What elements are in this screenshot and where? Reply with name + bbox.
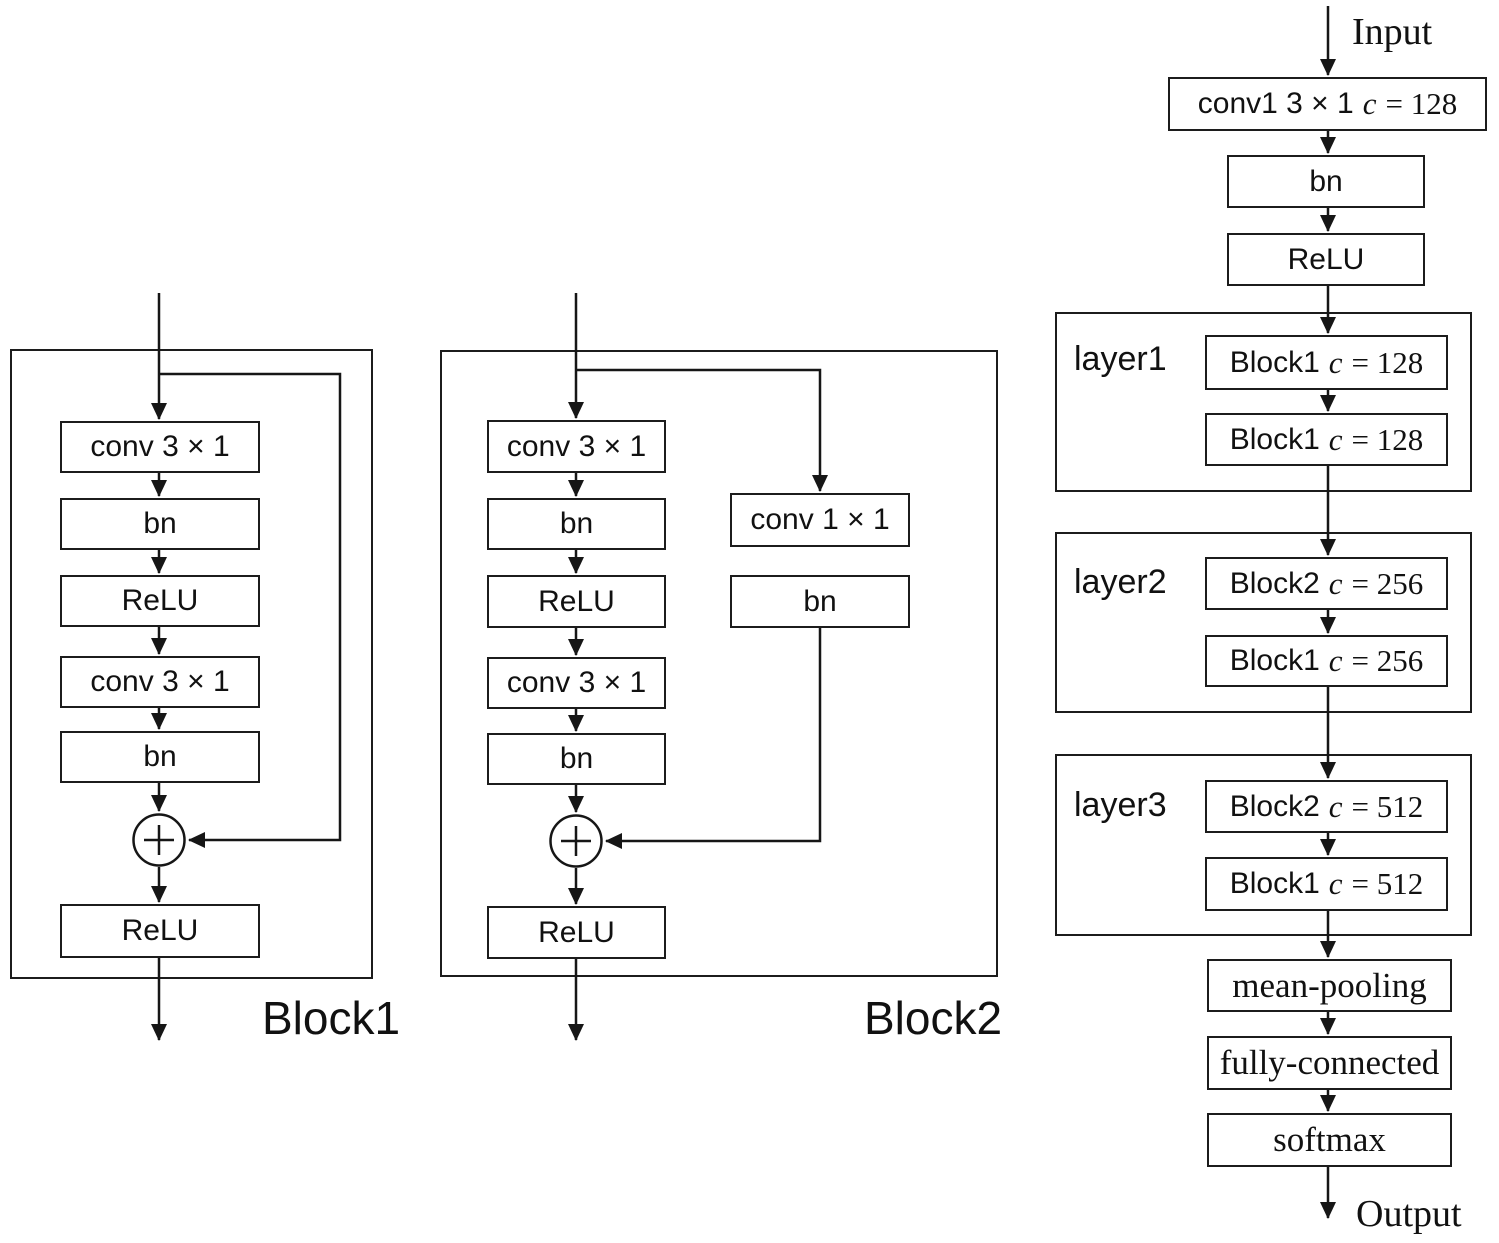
stem-relu-box: ReLU xyxy=(1227,233,1425,286)
channels-var: c xyxy=(1328,643,1343,678)
layer2-block2-box: Block1 c = 256 xyxy=(1205,635,1448,687)
box-label: ReLU xyxy=(538,915,615,949)
layer3-block2-box: Block1 c = 512 xyxy=(1205,857,1448,911)
box-label: conv 3 × 1 xyxy=(506,429,647,463)
channels-value: = 128 xyxy=(1385,86,1458,121)
box-label: fully-connected xyxy=(1219,1043,1440,1082)
channels-value: = 256 xyxy=(1351,643,1424,678)
box-label: ReLU xyxy=(121,584,199,617)
block2-skip-branch xyxy=(576,368,828,492)
box-label: ReLU xyxy=(121,914,199,947)
box-label: conv 3 × 1 xyxy=(90,665,230,698)
block1-relu2-box: ReLU xyxy=(60,904,260,958)
channels-value: = 256 xyxy=(1351,565,1424,601)
channels-value: = 512 xyxy=(1351,788,1424,824)
channels-value: = 128 xyxy=(1351,344,1424,380)
box-label: bn xyxy=(143,507,177,540)
channels-var: c xyxy=(1328,788,1343,824)
box-label: mean-pooling xyxy=(1232,965,1427,1005)
block2-bn2-box: bn xyxy=(487,733,666,785)
box-label: ReLU xyxy=(538,584,615,618)
block2-conv2-box: conv 3 × 1 xyxy=(487,657,666,709)
box-label: conv 3 × 1 xyxy=(506,666,647,699)
box-label: conv 3 × 1 xyxy=(90,430,230,463)
box-label: Block2 xyxy=(1229,789,1320,823)
box-label: ReLU xyxy=(1287,242,1365,276)
output-label: Output xyxy=(1356,1193,1462,1235)
layer1-block2-box: Block1 c = 128 xyxy=(1205,413,1448,466)
mean-pooling-box: mean-pooling xyxy=(1207,959,1452,1012)
block2-relu1-box: ReLU xyxy=(487,575,666,628)
block1-caption: Block1 xyxy=(262,992,401,1044)
box-label: Block1 xyxy=(1229,422,1320,456)
stem-conv-box: conv1 3 × 1 c = 128 xyxy=(1168,77,1487,131)
block1-wires xyxy=(151,293,342,1041)
block1-conv1-box: conv 3 × 1 xyxy=(60,421,260,473)
block1-adder-icon xyxy=(132,813,186,867)
block1-skip-connection xyxy=(159,372,342,848)
block2-skip-to-adder xyxy=(605,628,822,849)
block1-frame xyxy=(10,349,373,979)
block2-conv1-box: conv 3 × 1 xyxy=(487,420,666,473)
block2-adder-icon xyxy=(549,814,603,868)
block2-wires xyxy=(568,293,828,1041)
block2-caption: Block2 xyxy=(864,992,1003,1044)
block1-bn1-box: bn xyxy=(60,498,260,550)
box-label: Block1 xyxy=(1229,644,1320,677)
box-label: softmax xyxy=(1273,1120,1386,1159)
block1-conv2-box: conv 3 × 1 xyxy=(60,656,260,708)
box-label: bn xyxy=(803,584,837,618)
layer2-block1-box: Block2 c = 256 xyxy=(1205,557,1448,610)
channels-value: = 128 xyxy=(1351,421,1424,457)
channels-var: c xyxy=(1328,344,1343,380)
softmax-box: softmax xyxy=(1207,1113,1452,1167)
block1-relu1-box: ReLU xyxy=(60,575,260,627)
fully-connected-box: fully-connected xyxy=(1207,1036,1452,1090)
channels-var: c xyxy=(1362,86,1377,121)
channels-var: c xyxy=(1328,565,1343,601)
block2-frame xyxy=(440,350,998,977)
layer1-label: layer1 xyxy=(1074,340,1167,378)
layer3-frame xyxy=(1055,754,1472,936)
block2-bn1-box: bn xyxy=(487,498,666,550)
channels-value: = 512 xyxy=(1351,866,1424,901)
box-label: conv1 3 × 1 xyxy=(1197,87,1354,120)
input-label: Input xyxy=(1352,11,1433,53)
layer1-block1-box: Block1 c = 128 xyxy=(1205,335,1448,390)
layer3-block1-box: Block2 c = 512 xyxy=(1205,780,1448,833)
channels-var: c xyxy=(1328,866,1343,901)
channels-var: c xyxy=(1328,421,1343,457)
box-label: Block2 xyxy=(1229,566,1320,600)
box-label: Block1 xyxy=(1229,345,1320,379)
stem-bn-box: bn xyxy=(1227,155,1425,208)
layer2-label: layer2 xyxy=(1074,563,1167,601)
box-label: bn xyxy=(559,742,594,775)
block2-skip-conv-box: conv 1 × 1 xyxy=(730,493,910,547)
box-label: bn xyxy=(1309,164,1343,198)
box-label: bn xyxy=(143,740,177,773)
box-label: bn xyxy=(559,507,594,540)
layer1-frame xyxy=(1055,312,1472,492)
box-label: conv 1 × 1 xyxy=(750,503,890,536)
layer3-label: layer3 xyxy=(1074,786,1167,824)
block1-bn2-box: bn xyxy=(60,731,260,783)
layer2-frame xyxy=(1055,532,1472,713)
box-label: Block1 xyxy=(1229,867,1320,900)
block2-skip-bn-box: bn xyxy=(730,575,910,628)
block2-relu2-box: ReLU xyxy=(487,906,666,959)
